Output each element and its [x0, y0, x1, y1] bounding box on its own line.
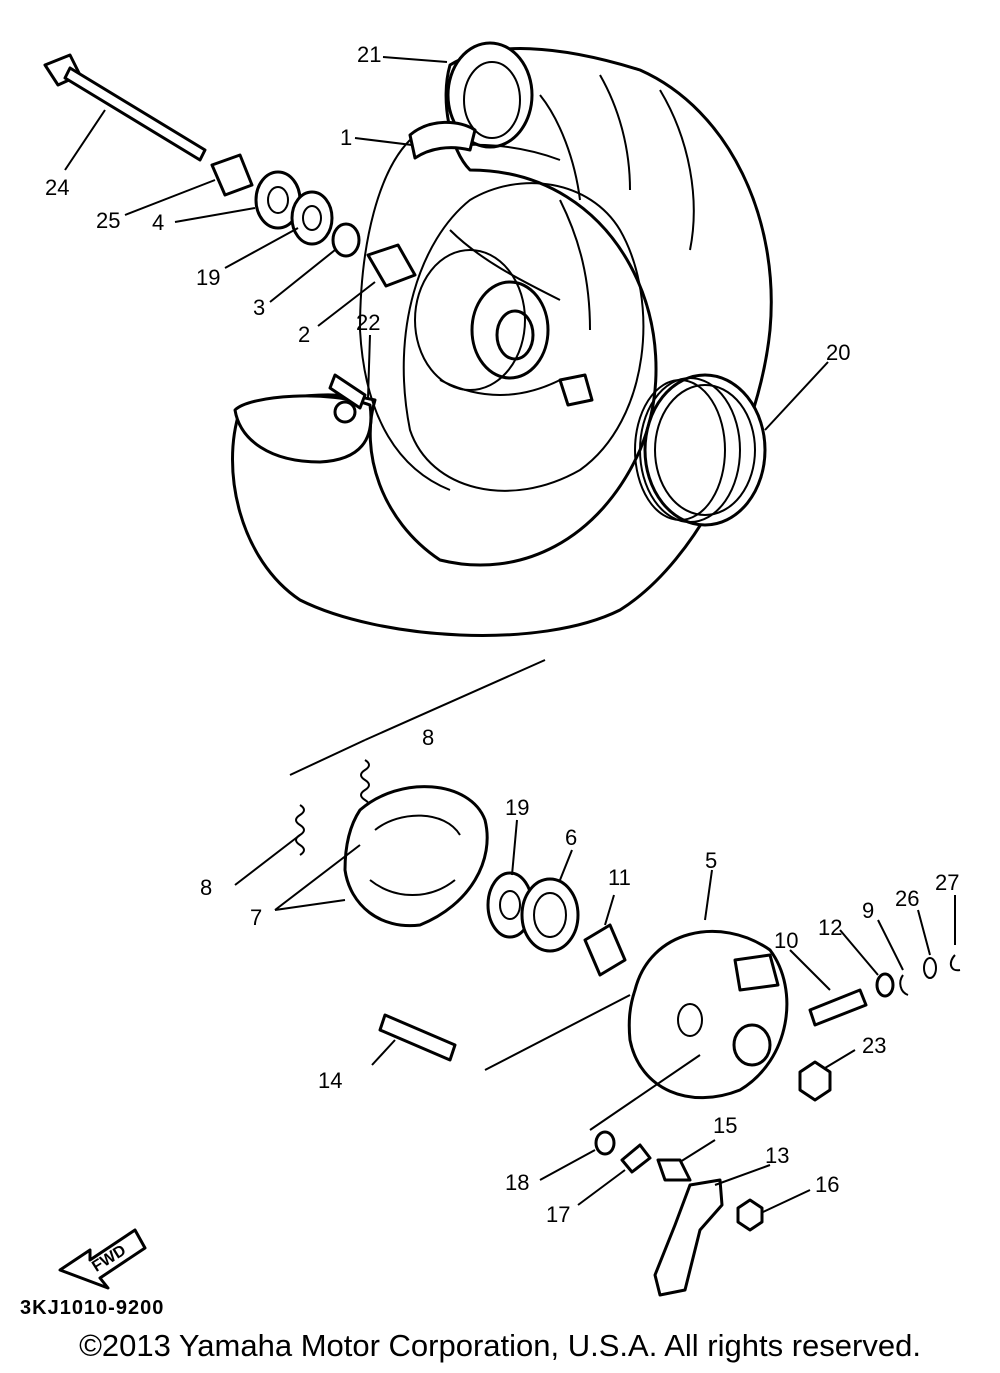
callout-23: 23	[862, 1033, 886, 1058]
circlip-9	[899, 974, 909, 996]
callout-2: 2	[298, 322, 310, 347]
callout-27: 27	[935, 870, 959, 895]
axle-24	[43, 53, 207, 162]
nut-23	[798, 1060, 832, 1102]
callout-3: 3	[253, 295, 265, 320]
spring-8-upper	[360, 759, 370, 811]
callout-22: 22	[356, 310, 380, 335]
callout-10: 10	[774, 928, 798, 953]
fwd-arrow-icon: FWD	[58, 1228, 147, 1290]
callout-4: 4	[152, 210, 164, 235]
o-ring-26	[923, 957, 937, 979]
camshaft-lever-13	[653, 1178, 724, 1297]
washer-18	[594, 1130, 616, 1156]
callout-21: 21	[357, 42, 381, 67]
gear-11	[583, 923, 627, 977]
collar-25	[210, 153, 254, 197]
callout-20: 20	[826, 340, 850, 365]
callout-18: 18	[505, 1170, 529, 1195]
rim-1	[402, 182, 645, 492]
callout-15: 15	[713, 1113, 737, 1138]
callout-25: 25	[96, 208, 120, 233]
valve-22	[328, 373, 367, 424]
callout-24: 24	[45, 175, 69, 200]
callout-9: 9	[862, 898, 874, 923]
rim-band-20	[634, 373, 767, 527]
callouts: 21 1 24 25 4 19 3 2 22 20 8 8 19 6 11 5 …	[45, 42, 959, 1227]
callout-13: 13	[765, 1143, 789, 1168]
camshaft-14	[378, 1013, 457, 1062]
nut-16	[736, 1198, 764, 1232]
callout-7: 7	[250, 905, 262, 930]
oil-seal-6	[520, 877, 580, 953]
callout-8-upper: 8	[422, 725, 434, 750]
callout-19-lower: 19	[505, 795, 529, 820]
callout-19-upper: 19	[196, 265, 220, 290]
bolt-15	[656, 1158, 692, 1182]
callout-12: 12	[818, 915, 842, 940]
callout-17: 17	[546, 1202, 570, 1227]
callout-6: 6	[565, 825, 577, 850]
document-code: 3KJ1010-9200	[20, 1297, 165, 1319]
clip-27	[949, 954, 961, 972]
oil-seal-3	[331, 222, 361, 258]
callout-26: 26	[895, 886, 919, 911]
brake-panel-5	[627, 929, 789, 1100]
callout-16: 16	[815, 1172, 839, 1197]
callout-14: 14	[318, 1068, 342, 1093]
callout-11: 11	[608, 865, 631, 890]
rim-flap-1	[408, 120, 477, 160]
brake-shoe-7	[343, 785, 489, 928]
wheel-assembly	[231, 41, 773, 637]
leader-lines	[64, 56, 956, 1213]
callout-8-lower: 8	[200, 875, 212, 900]
tire-21	[231, 47, 773, 637]
spring-8-lower	[295, 804, 305, 856]
bearing-19-upper	[290, 190, 334, 246]
callout-5: 5	[705, 848, 717, 873]
copyright-notice: ©2013 Yamaha Motor Corporation, U.S.A. A…	[79, 1328, 921, 1363]
washer-12	[875, 972, 895, 998]
wear-indicator-17	[620, 1143, 652, 1174]
spacer-2	[366, 243, 417, 288]
gear-shaft-10	[808, 988, 868, 1027]
callout-1: 1	[340, 125, 352, 150]
